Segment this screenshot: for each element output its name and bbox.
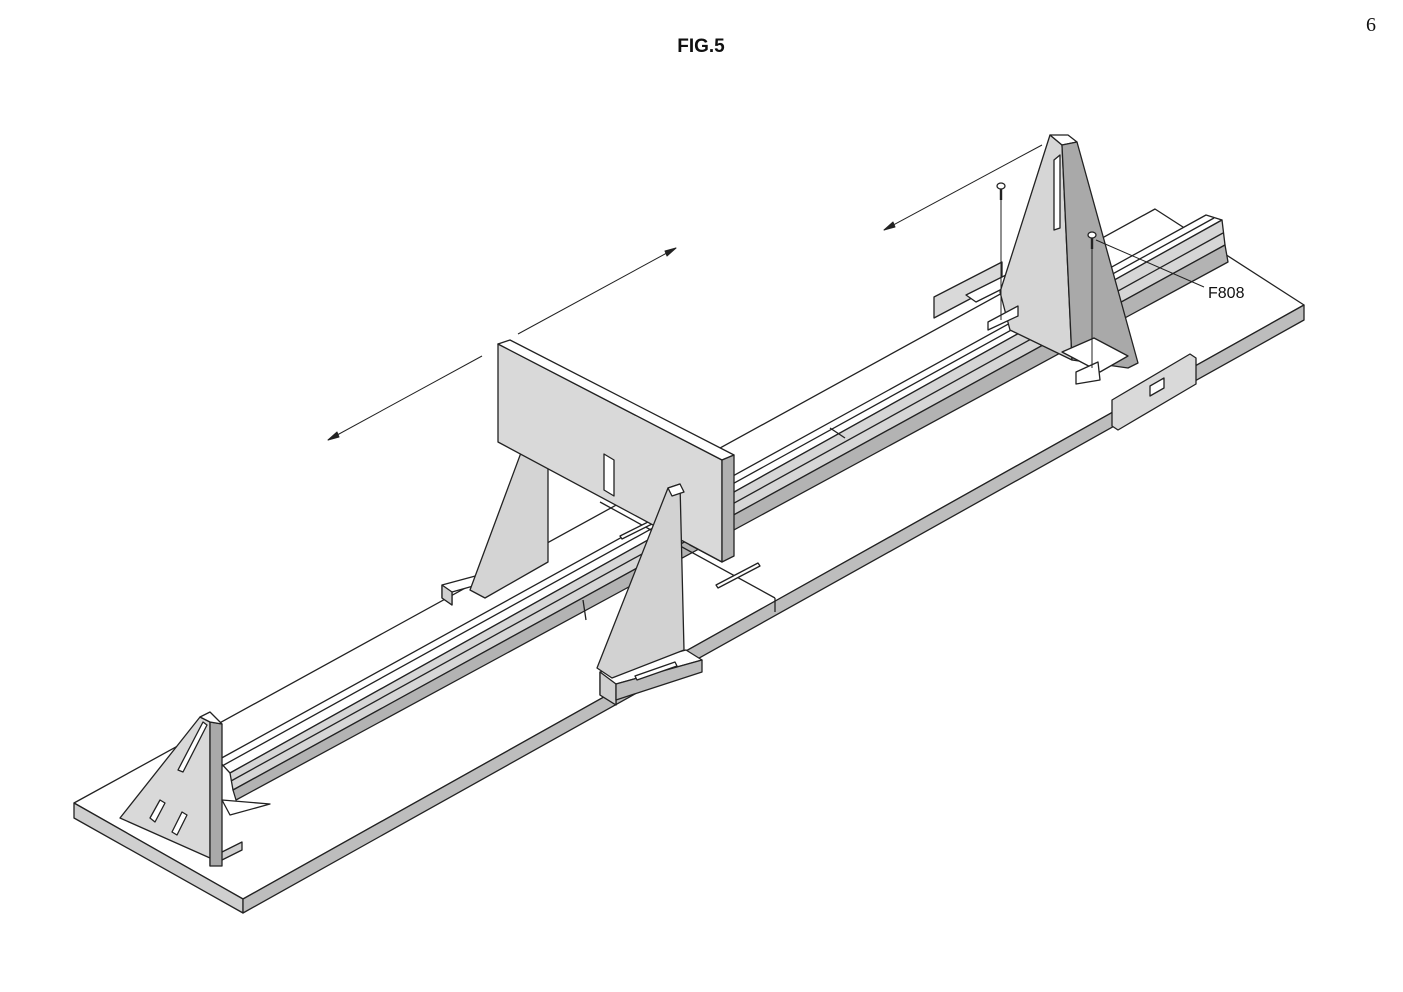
middle-right-former [596, 483, 703, 706]
figure-title: FIG.5 [677, 36, 725, 57]
base-joint [599, 501, 776, 612]
part-label-f808: F808 [1208, 285, 1245, 302]
direction-arrow-right [883, 144, 1043, 231]
front-former [119, 711, 271, 867]
rear-tall-former [933, 134, 1197, 431]
leader-line [1095, 239, 1205, 288]
direction-arrow-left [327, 355, 483, 441]
screw-left [996, 182, 1006, 320]
direction-arrow-middle [517, 247, 677, 335]
screw-right [1087, 231, 1097, 368]
page-number: 6 [1366, 14, 1376, 36]
